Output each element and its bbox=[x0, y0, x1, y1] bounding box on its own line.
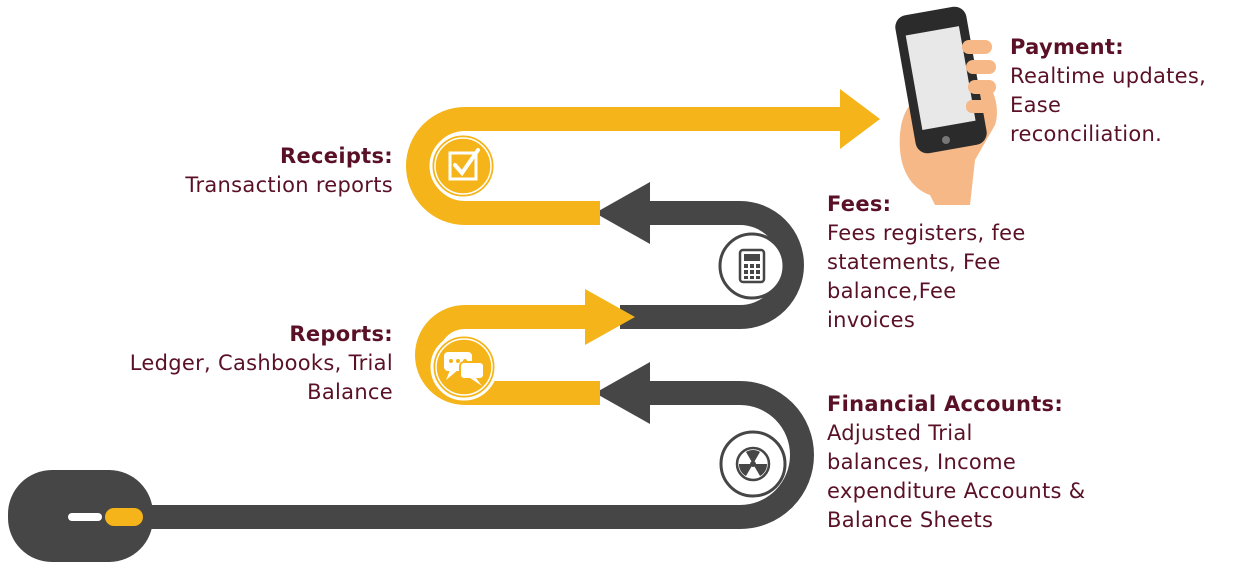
arrow-right-middle bbox=[585, 289, 635, 345]
arrow-right-top bbox=[840, 89, 880, 149]
chat-bubbles-icon bbox=[430, 333, 498, 401]
smartphone-in-hand-icon bbox=[895, 6, 997, 205]
reports-title: Reports: bbox=[289, 322, 393, 346]
financial-accounts-description: Adjusted Trial balances, Income expendit… bbox=[827, 421, 1086, 532]
checkbox-icon bbox=[429, 132, 497, 200]
road-segment-bottom bbox=[100, 381, 814, 529]
financial-accounts-title: Financial Accounts: bbox=[827, 392, 1064, 416]
fees-description: Fees registers, fee statements, Fee bala… bbox=[827, 221, 1026, 332]
calculator-icon bbox=[718, 232, 786, 300]
reports-label: Reports: Ledger, Cashbooks, Trial Balanc… bbox=[130, 320, 393, 407]
receipts-description: Transaction reports bbox=[185, 173, 393, 197]
payment-label: Payment: Realtime updates, Ease reconcil… bbox=[1010, 33, 1206, 149]
dark-road bbox=[100, 201, 814, 529]
mouse-icon bbox=[8, 470, 153, 562]
fees-title: Fees: bbox=[827, 192, 892, 216]
financial-accounts-label: Financial Accounts: Adjusted Trial balan… bbox=[827, 390, 1085, 535]
radiation-icon bbox=[719, 430, 787, 498]
payment-description: Realtime updates, Ease reconciliation. bbox=[1010, 64, 1207, 146]
fees-label: Fees: Fees registers, fee statements, Fe… bbox=[827, 190, 1026, 335]
road-segment-receipts bbox=[406, 107, 845, 225]
receipts-title: Receipts: bbox=[280, 144, 393, 168]
arrow-left-top bbox=[595, 182, 650, 244]
arrow-left-bottom bbox=[595, 362, 650, 424]
road-segment-middle bbox=[620, 201, 804, 329]
receipts-label: Receipts: Transaction reports bbox=[185, 142, 393, 200]
payment-title: Payment: bbox=[1010, 35, 1124, 59]
reports-description: Ledger, Cashbooks, Trial Balance bbox=[129, 351, 393, 404]
